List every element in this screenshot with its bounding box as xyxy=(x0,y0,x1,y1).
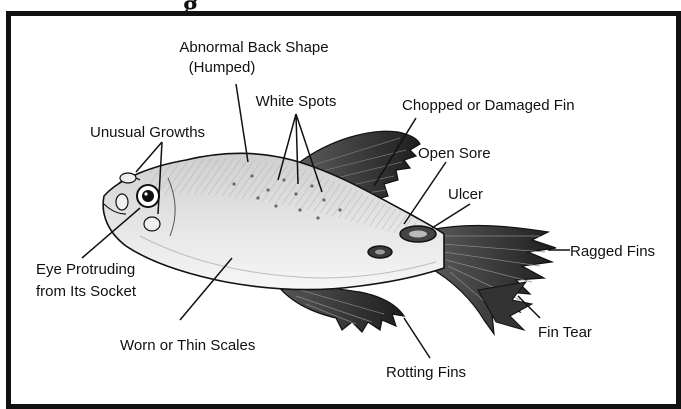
label-white-spots: White Spots xyxy=(256,93,337,110)
label-eye-protruding-1: Eye Protruding xyxy=(36,261,135,278)
label-unusual-growths: Unusual Growths xyxy=(90,124,205,141)
label-chopped-fin: Chopped or Damaged Fin xyxy=(402,97,575,114)
label-abnormal-back-2: (Humped) xyxy=(189,59,256,76)
label-ragged-fins: Ragged Fins xyxy=(570,243,655,260)
growth-bump-3 xyxy=(144,217,160,231)
eye-pupil xyxy=(142,190,154,202)
label-abnormal-back-1: Abnormal Back Shape xyxy=(179,39,328,56)
label-worn-scales: Worn or Thin Scales xyxy=(120,337,255,354)
growth-bump-1 xyxy=(120,173,136,183)
label-open-sore: Open Sore xyxy=(418,145,491,162)
growth-bump-2 xyxy=(116,194,128,210)
label-eye-protruding-2: from Its Socket xyxy=(36,283,137,300)
label-rotting-fins: Rotting Fins xyxy=(386,364,466,381)
tail-fin xyxy=(430,226,556,334)
label-fin-tear: Fin Tear xyxy=(538,324,592,341)
label-ulcer: Ulcer xyxy=(448,186,483,203)
